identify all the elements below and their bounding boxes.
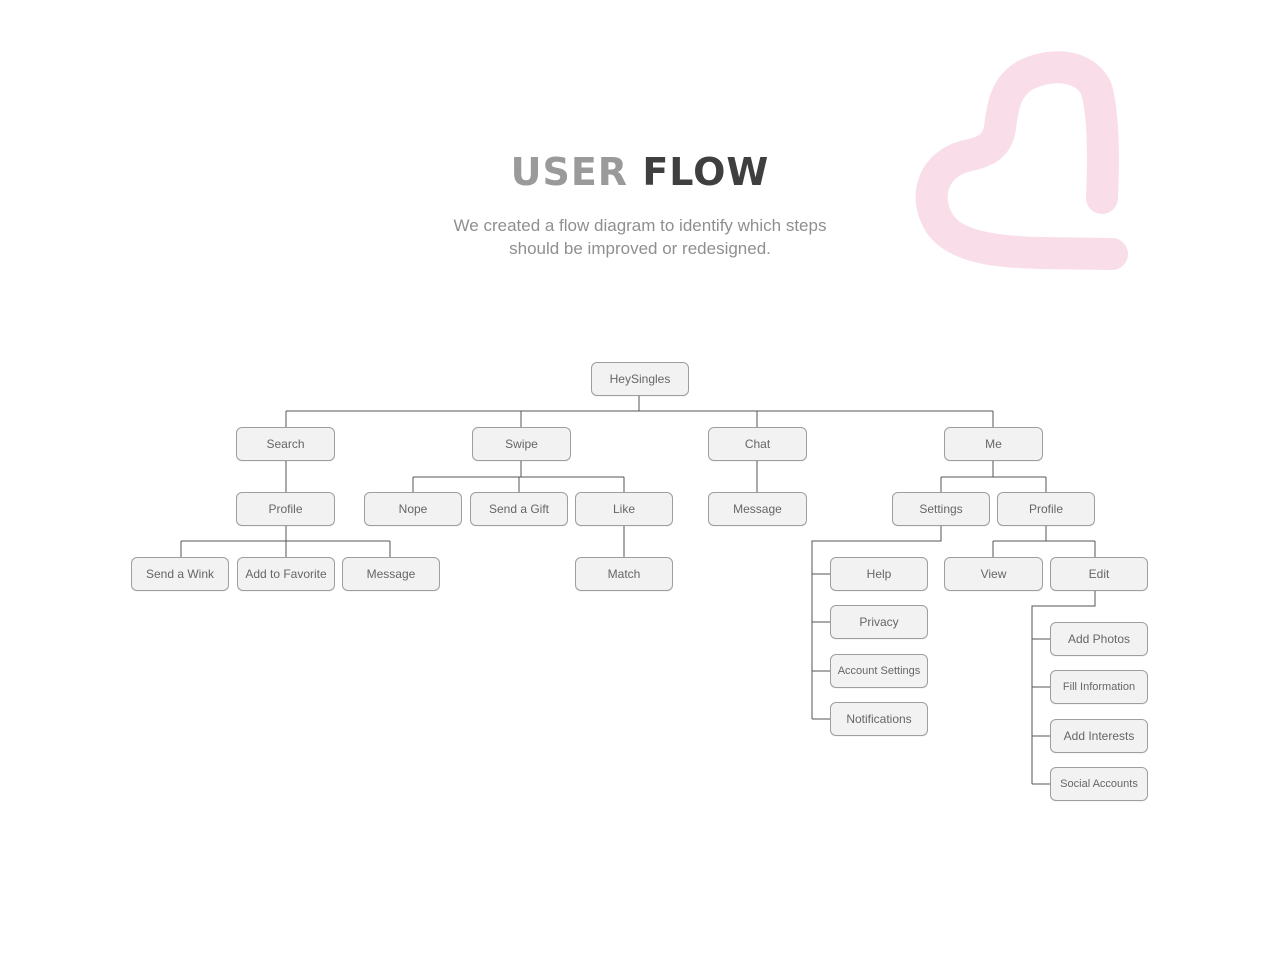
node-add-interests[interactable]: Add Interests [1050,719,1148,753]
node-add-photos[interactable]: Add Photos [1050,622,1148,656]
node-settings[interactable]: Settings [892,492,990,526]
node-search[interactable]: Search [236,427,335,461]
node-nope[interactable]: Nope [364,492,462,526]
node-edit[interactable]: Edit [1050,557,1148,591]
page-subtitle: We created a flow diagram to identify wh… [0,214,1280,260]
node-me-profile[interactable]: Profile [997,492,1095,526]
node-search-profile[interactable]: Profile [236,492,335,526]
node-help[interactable]: Help [830,557,928,591]
node-heysingles[interactable]: HeySingles [591,362,689,396]
node-swipe[interactable]: Swipe [472,427,571,461]
node-chat[interactable]: Chat [708,427,807,461]
node-send-a-wink[interactable]: Send a Wink [131,557,229,591]
subtitle-line-2: should be improved or redesigned. [509,239,771,258]
node-view[interactable]: View [944,557,1043,591]
title-word-flow: FLOW [642,150,770,194]
subtitle-line-1: We created a flow diagram to identify wh… [453,216,827,235]
node-like[interactable]: Like [575,492,673,526]
node-me[interactable]: Me [944,427,1043,461]
node-fill-information[interactable]: Fill Information [1050,670,1148,704]
node-match[interactable]: Match [575,557,673,591]
node-chat-message[interactable]: Message [708,492,807,526]
node-notifications[interactable]: Notifications [830,702,928,736]
node-add-to-favorite[interactable]: Add to Favorite [237,557,335,591]
node-account-settings[interactable]: Account Settings [830,654,928,688]
title-word-user: USER [510,150,629,194]
node-social-accounts[interactable]: Social Accounts [1050,767,1148,801]
page-title: USER FLOW [0,150,1280,194]
node-search-message[interactable]: Message [342,557,440,591]
node-send-a-gift[interactable]: Send a Gift [470,492,568,526]
node-privacy[interactable]: Privacy [830,605,928,639]
